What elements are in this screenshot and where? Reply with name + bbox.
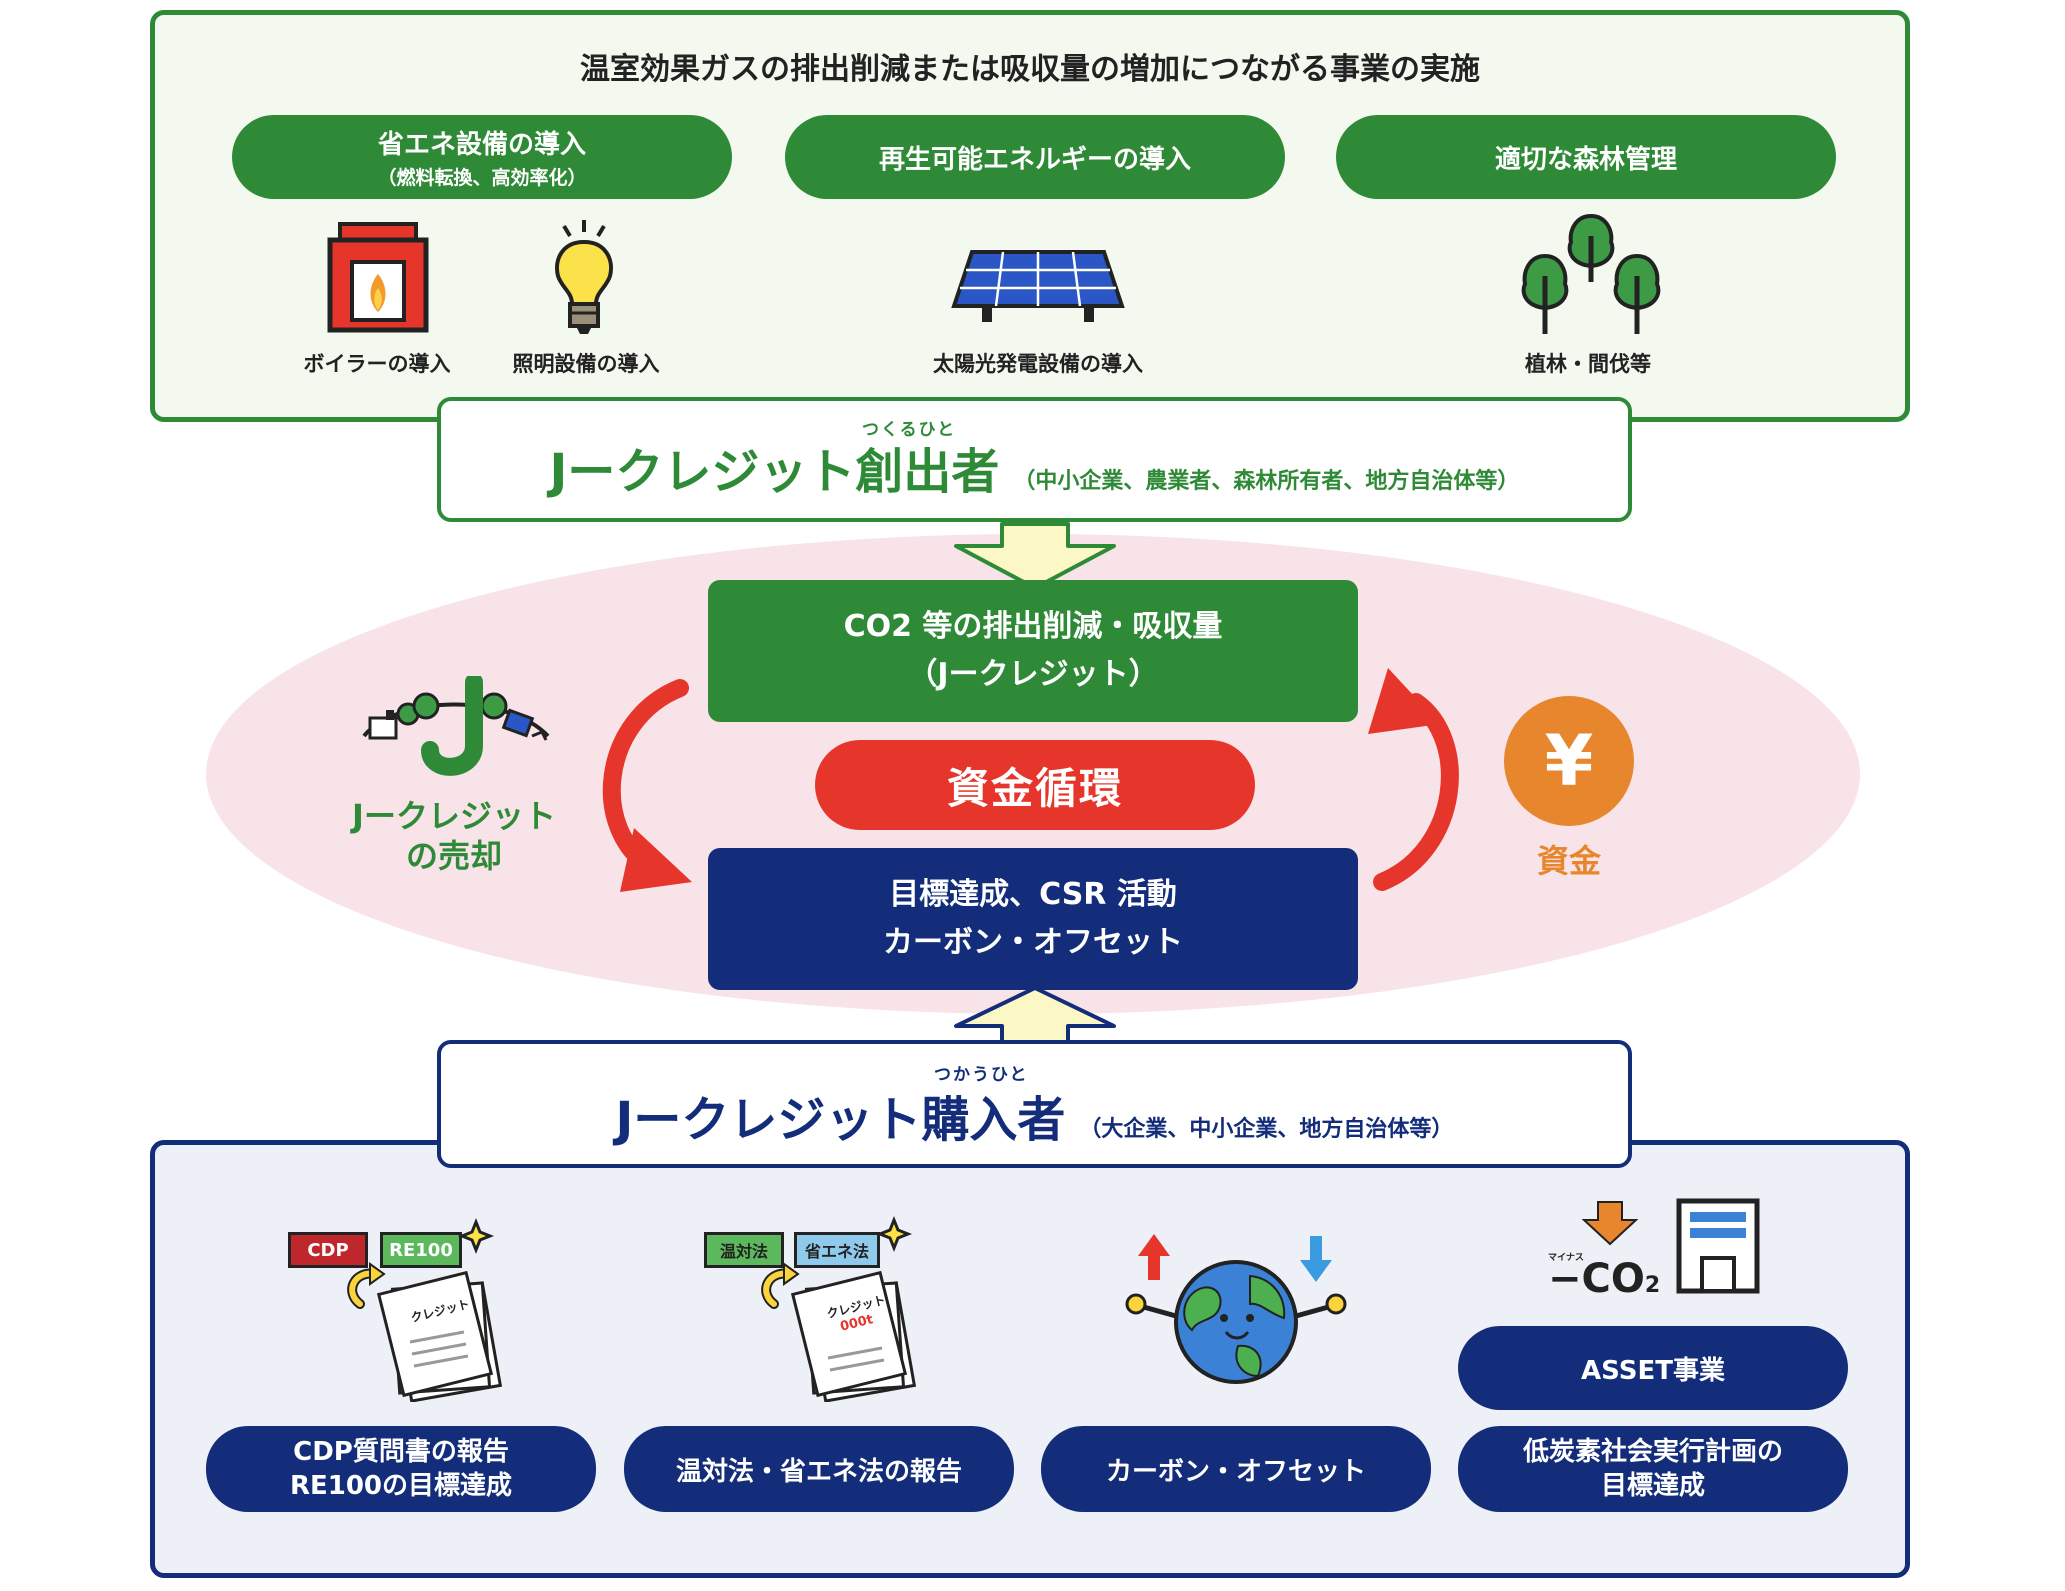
usecase-line2: RE100の目標達成 <box>289 1471 513 1501</box>
usecase-line1: 温対法・省エネ法の報告 <box>675 1456 962 1487</box>
fund-cycle-pill: 資金循環 <box>815 740 1255 830</box>
category-energy-saving: 省エネ設備の導入 （燃料転換、高効率化） <box>232 115 732 199</box>
usecase-low-carbon-plan: 低炭素社会実行計画の 目標達成 <box>1458 1426 1848 1512</box>
activities-title: 温室効果ガスの排出削減または吸収量の増加につながる事業の実施 <box>580 52 1480 87</box>
buyer-title: Jークレジット購入者 （大企業、中小企業、地方自治体等） <box>437 1080 1632 1150</box>
light-bulb-icon <box>555 220 613 334</box>
boiler-icon <box>327 222 429 333</box>
creator-detail: （中小企業、農業者、森林所有者、地方自治体等） <box>1013 469 1520 494</box>
tag-shoene: 省エネ法 <box>794 1232 880 1268</box>
tag-cdp: CDP <box>288 1232 368 1268</box>
yen-coin-icon: ¥ <box>1504 696 1634 826</box>
minus-co2-label: − CO 2 <box>1548 1256 1660 1302</box>
category-label: 省エネ設備の導入 <box>377 130 586 160</box>
creator-name: Jークレジット創出者 <box>549 444 1000 500</box>
buyer-ruby: つかうひと <box>934 1065 1029 1085</box>
asset-business-pill: ASSET事業 <box>1458 1326 1848 1410</box>
minus-ruby: マイナス <box>1548 1253 1584 1263</box>
minus-sign: − <box>1548 1256 1582 1302</box>
usecase-law-report: 温対法・省エネ法の報告 <box>624 1426 1014 1512</box>
example-lighting: 照明設備の導入 <box>512 352 660 376</box>
usecase-line1: カーボン・オフセット <box>1105 1456 1366 1487</box>
tag-ontaiho: 温対法 <box>704 1232 784 1268</box>
target-line2: カーボン・オフセット <box>883 925 1183 960</box>
buyer-detail: （大企業、中小企業、地方自治体等） <box>1079 1117 1454 1142</box>
usecase-line2: 目標達成 <box>1600 1471 1705 1501</box>
category-sub: （燃料転換、高効率化） <box>377 167 587 189</box>
earth-icon <box>1125 1234 1347 1384</box>
creator-title: Jークレジット創出者 （中小企業、農業者、森林所有者、地方自治体等） <box>437 432 1632 502</box>
asset-label: ASSET事業 <box>1581 1355 1725 1386</box>
usecase-cdp-re100: CDP質問書の報告 RE100の目標達成 <box>206 1426 596 1512</box>
credit-line2: （Jークレジット） <box>907 657 1159 692</box>
usecase-line1: 低炭素社会実行計画の <box>1522 1437 1783 1467</box>
tag-re100: RE100 <box>380 1232 462 1268</box>
funds-label: 資金 <box>1536 842 1601 880</box>
creator-ruby: つくるひと <box>862 420 957 440</box>
example-solar: 太陽光発電設備の導入 <box>933 352 1143 376</box>
example-boiler: ボイラーの導入 <box>303 352 451 376</box>
creator-box <box>437 397 1632 522</box>
sale-line2: の売却 <box>405 837 502 875</box>
target-box: 目標達成、CSR 活動 カーボン・オフセット <box>708 848 1358 990</box>
solar-panel-icon <box>951 250 1125 322</box>
documents-icon <box>347 1217 503 1402</box>
cycle-arrows-icon <box>602 668 1459 892</box>
target-line1: 目標達成、CSR 活動 <box>889 877 1177 912</box>
example-forest: 植林・間伐等 <box>1525 352 1651 376</box>
j-credit-logo-icon <box>362 676 550 776</box>
creator-activities-panel <box>150 10 1910 422</box>
yen-symbol: ¥ <box>1544 720 1594 802</box>
documents-icon <box>761 1215 917 1402</box>
credit-box: CO2 等の排出削減・吸収量 （Jークレジット） <box>708 580 1358 722</box>
buyer-box <box>437 1040 1632 1168</box>
co2-text: CO <box>1581 1256 1645 1302</box>
sale-line1: Jークレジット <box>352 797 556 835</box>
usecase-line1: CDP質問書の報告 <box>293 1437 509 1467</box>
category-renewable: 再生可能エネルギーの導入 <box>785 115 1285 199</box>
category-label: 適切な森林管理 <box>1494 144 1677 175</box>
buyer-name: Jークレジット購入者 <box>615 1092 1066 1148</box>
fund-cycle-label: 資金循環 <box>946 763 1123 813</box>
up-arrow-icon <box>954 986 1116 1046</box>
category-label: 再生可能エネルギーの導入 <box>878 144 1191 175</box>
building-icon <box>1676 1198 1760 1294</box>
trees-icon <box>1521 213 1661 334</box>
category-forest: 適切な森林管理 <box>1336 115 1836 199</box>
usecase-carbon-offset: カーボン・オフセット <box>1041 1426 1431 1512</box>
down-arrow-icon <box>954 522 1116 590</box>
sale-label: Jークレジット の売却 <box>316 796 592 876</box>
co2-sub: 2 <box>1644 1273 1661 1298</box>
credit-line1: CO2 等の排出削減・吸収量 <box>843 609 1223 644</box>
orange-down-arrow-icon <box>1582 1201 1638 1246</box>
